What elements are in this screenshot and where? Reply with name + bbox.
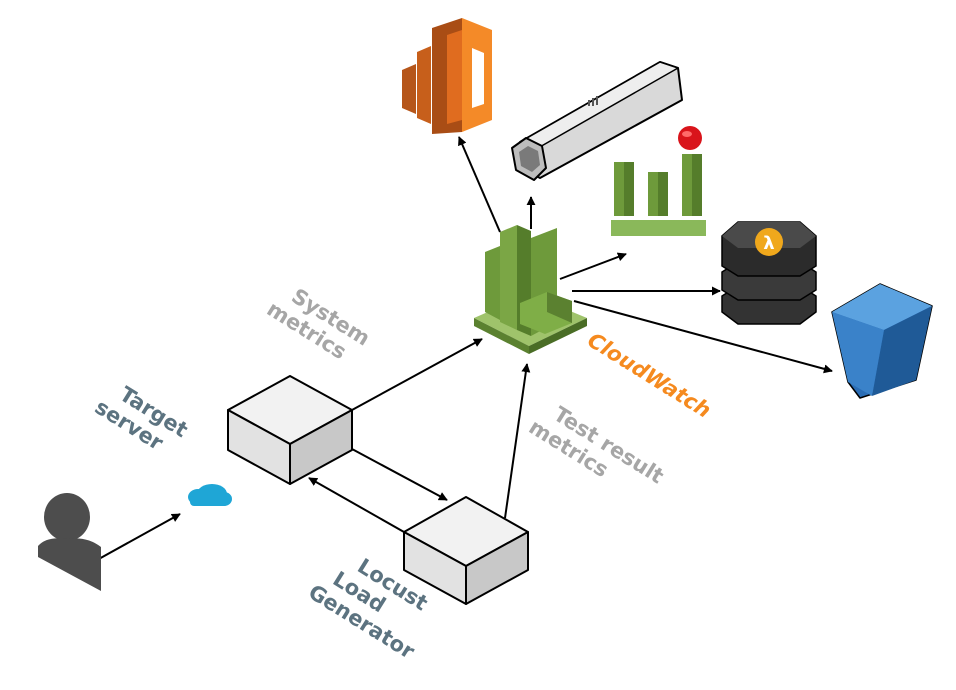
kinesis-stream-icon[interactable] — [511, 61, 683, 181]
user-icon — [38, 493, 101, 591]
arrow-user-to-target — [96, 513, 181, 561]
arrow-cloudwatch-to-alarm — [559, 252, 627, 280]
arrow-cloudwatch-to-lambda — [458, 136, 501, 233]
cloudwatch-label: CloudWatch — [583, 328, 715, 423]
s3-bucket-icon[interactable] — [831, 283, 933, 399]
connectors — [96, 136, 833, 561]
test-result-metrics-label: Test result metrics — [525, 394, 674, 512]
bar-chart-icon — [588, 96, 598, 106]
target-server-box[interactable] — [227, 375, 353, 485]
cloudwatch-icon[interactable] — [474, 225, 587, 354]
alarm-chart-icon[interactable] — [611, 126, 706, 236]
arrow-locust-to-cloudwatch — [504, 363, 531, 519]
arrow-locust-to-target — [308, 477, 405, 533]
arrow-target-to-cloudwatch — [351, 338, 483, 411]
arrow-target-to-locust — [351, 448, 448, 501]
lambda-icon[interactable] — [402, 18, 492, 134]
target-server-label: Target server — [91, 374, 199, 466]
lambda-stack-icon[interactable]: λ — [721, 221, 817, 325]
arrow-cloudwatch-to-bucket — [573, 300, 833, 374]
lambda-glyph: λ — [763, 233, 774, 254]
cloud-icon — [188, 484, 232, 506]
system-metrics-label: System metrics — [263, 276, 381, 374]
alarm-indicator — [678, 126, 702, 150]
locust-generator-box[interactable] — [403, 496, 529, 605]
